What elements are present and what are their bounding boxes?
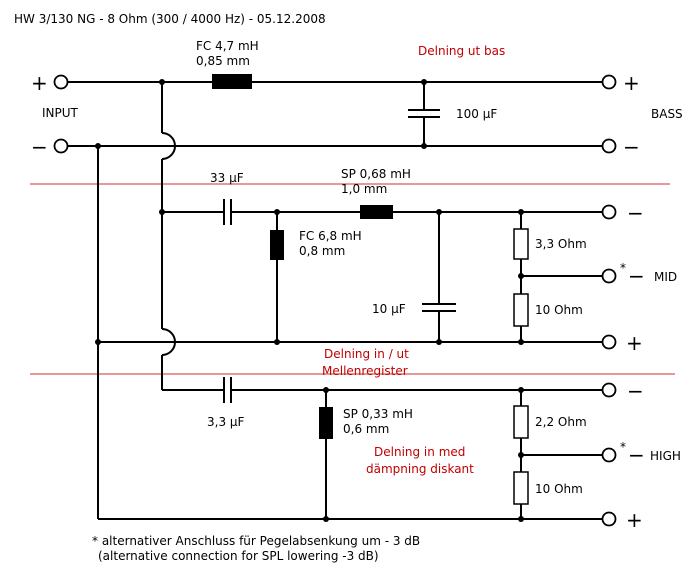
input-label: INPUT: [42, 106, 79, 120]
high-res-2-2ohm: [513, 405, 529, 439]
high-plus-terminal[interactable]: [601, 511, 617, 527]
high-coil-sp-0-33mh: [319, 407, 333, 439]
high-res-10ohm: [513, 471, 529, 505]
bass-plus-terminal[interactable]: [601, 74, 617, 90]
input-minus-sign: −: [31, 135, 48, 159]
bass-cap-100uf: [408, 82, 440, 146]
bass-coil-wire: 0,85 mm: [196, 54, 250, 68]
mid-alt-dash: −: [628, 264, 645, 288]
mid-cap-10uf: [422, 212, 456, 342]
mid-cap-series-value: 33 µF: [210, 171, 244, 185]
mid-label: MID: [654, 270, 677, 284]
footnote-line1: * alternativer Anschluss für Pegelabsenk…: [92, 534, 420, 548]
mid-plus-terminal[interactable]: [601, 334, 617, 350]
mid-res-10ohm: [513, 293, 529, 327]
bass-cap-value: 100 µF: [456, 107, 497, 121]
mid-coil-sp-0-68mh: [360, 205, 393, 219]
bass-section: + − INPUT + − BASS FC 4,7 mH 0,85 mm 100…: [31, 39, 683, 159]
high-cap-series-value: 3,3 µF: [207, 415, 245, 429]
high-plus-sign: +: [626, 508, 643, 532]
high-note-line1: Delning in med: [374, 445, 465, 459]
mid-minus-sign: −: [627, 201, 644, 225]
bass-coil-name: FC 4,7 mH: [196, 39, 259, 53]
mid-coil-series-name: SP 0,68 mH: [341, 167, 411, 181]
high-minus-sign: −: [627, 379, 644, 403]
footnote-line2: (alternative connection for SPL lowering…: [98, 549, 379, 563]
mid-res-3-3ohm: [513, 228, 529, 260]
bass-plus-sign: +: [623, 71, 640, 95]
mid-note-line1: Delning in / ut: [324, 347, 409, 361]
mid-section: − * − MID + 33 µF SP 0,68 mH 1,0 mm FC 6…: [98, 167, 677, 378]
bass-note: Delning ut bas: [418, 44, 505, 58]
input-plus-terminal[interactable]: [53, 74, 69, 90]
high-coil-shunt-name: SP 0,33 mH: [343, 407, 413, 421]
mid-note-line2: Mellenregister: [322, 364, 408, 378]
bass-coil-fc-4-7mh: [212, 74, 252, 89]
mid-coil-shunt-wire: 0,8 mm: [299, 244, 345, 258]
high-note-line2: dämpning diskant: [366, 462, 474, 476]
mid-res-top-value: 3,3 Ohm: [535, 237, 587, 251]
bass-minus-sign: −: [623, 135, 640, 159]
mid-alt-terminal[interactable]: [601, 268, 617, 284]
mid-star: *: [620, 261, 626, 275]
high-minus-terminal[interactable]: [601, 382, 617, 398]
mid-cap-shunt-value: 10 µF: [372, 302, 406, 316]
mid-res-bottom-value: 10 Ohm: [535, 303, 583, 317]
high-res-bottom-value: 10 Ohm: [535, 482, 583, 496]
ground-rail: [95, 146, 101, 519]
positive-feed: [159, 82, 176, 390]
high-cap-3-3uf: [223, 377, 232, 403]
high-res-top-value: 2,2 Ohm: [535, 415, 587, 429]
input-plus-sign: +: [31, 71, 48, 95]
mid-minus-terminal[interactable]: [601, 204, 617, 220]
bass-minus-terminal[interactable]: [601, 138, 617, 154]
mid-plus-sign: +: [626, 331, 643, 355]
mid-coil-shunt-name: FC 6,8 mH: [299, 229, 362, 243]
mid-coil-series-wire: 1,0 mm: [341, 182, 387, 196]
bass-label: BASS: [651, 107, 683, 121]
high-section: − * − HIGH + 3,3 µF SP 0,33 mH 0,6 mm 2,…: [98, 377, 681, 532]
schematic-title: HW 3/130 NG - 8 Ohm (300 / 4000 Hz) - 05…: [14, 12, 326, 26]
high-coil-shunt-wire: 0,6 mm: [343, 422, 389, 436]
high-alt-terminal[interactable]: [601, 447, 617, 463]
mid-cap-33uf: [223, 199, 232, 225]
high-star: *: [620, 440, 626, 454]
mid-coil-fc-6-8mh: [270, 230, 284, 260]
input-minus-terminal[interactable]: [53, 138, 69, 154]
high-alt-dash: −: [628, 443, 645, 467]
high-label: HIGH: [650, 449, 681, 463]
